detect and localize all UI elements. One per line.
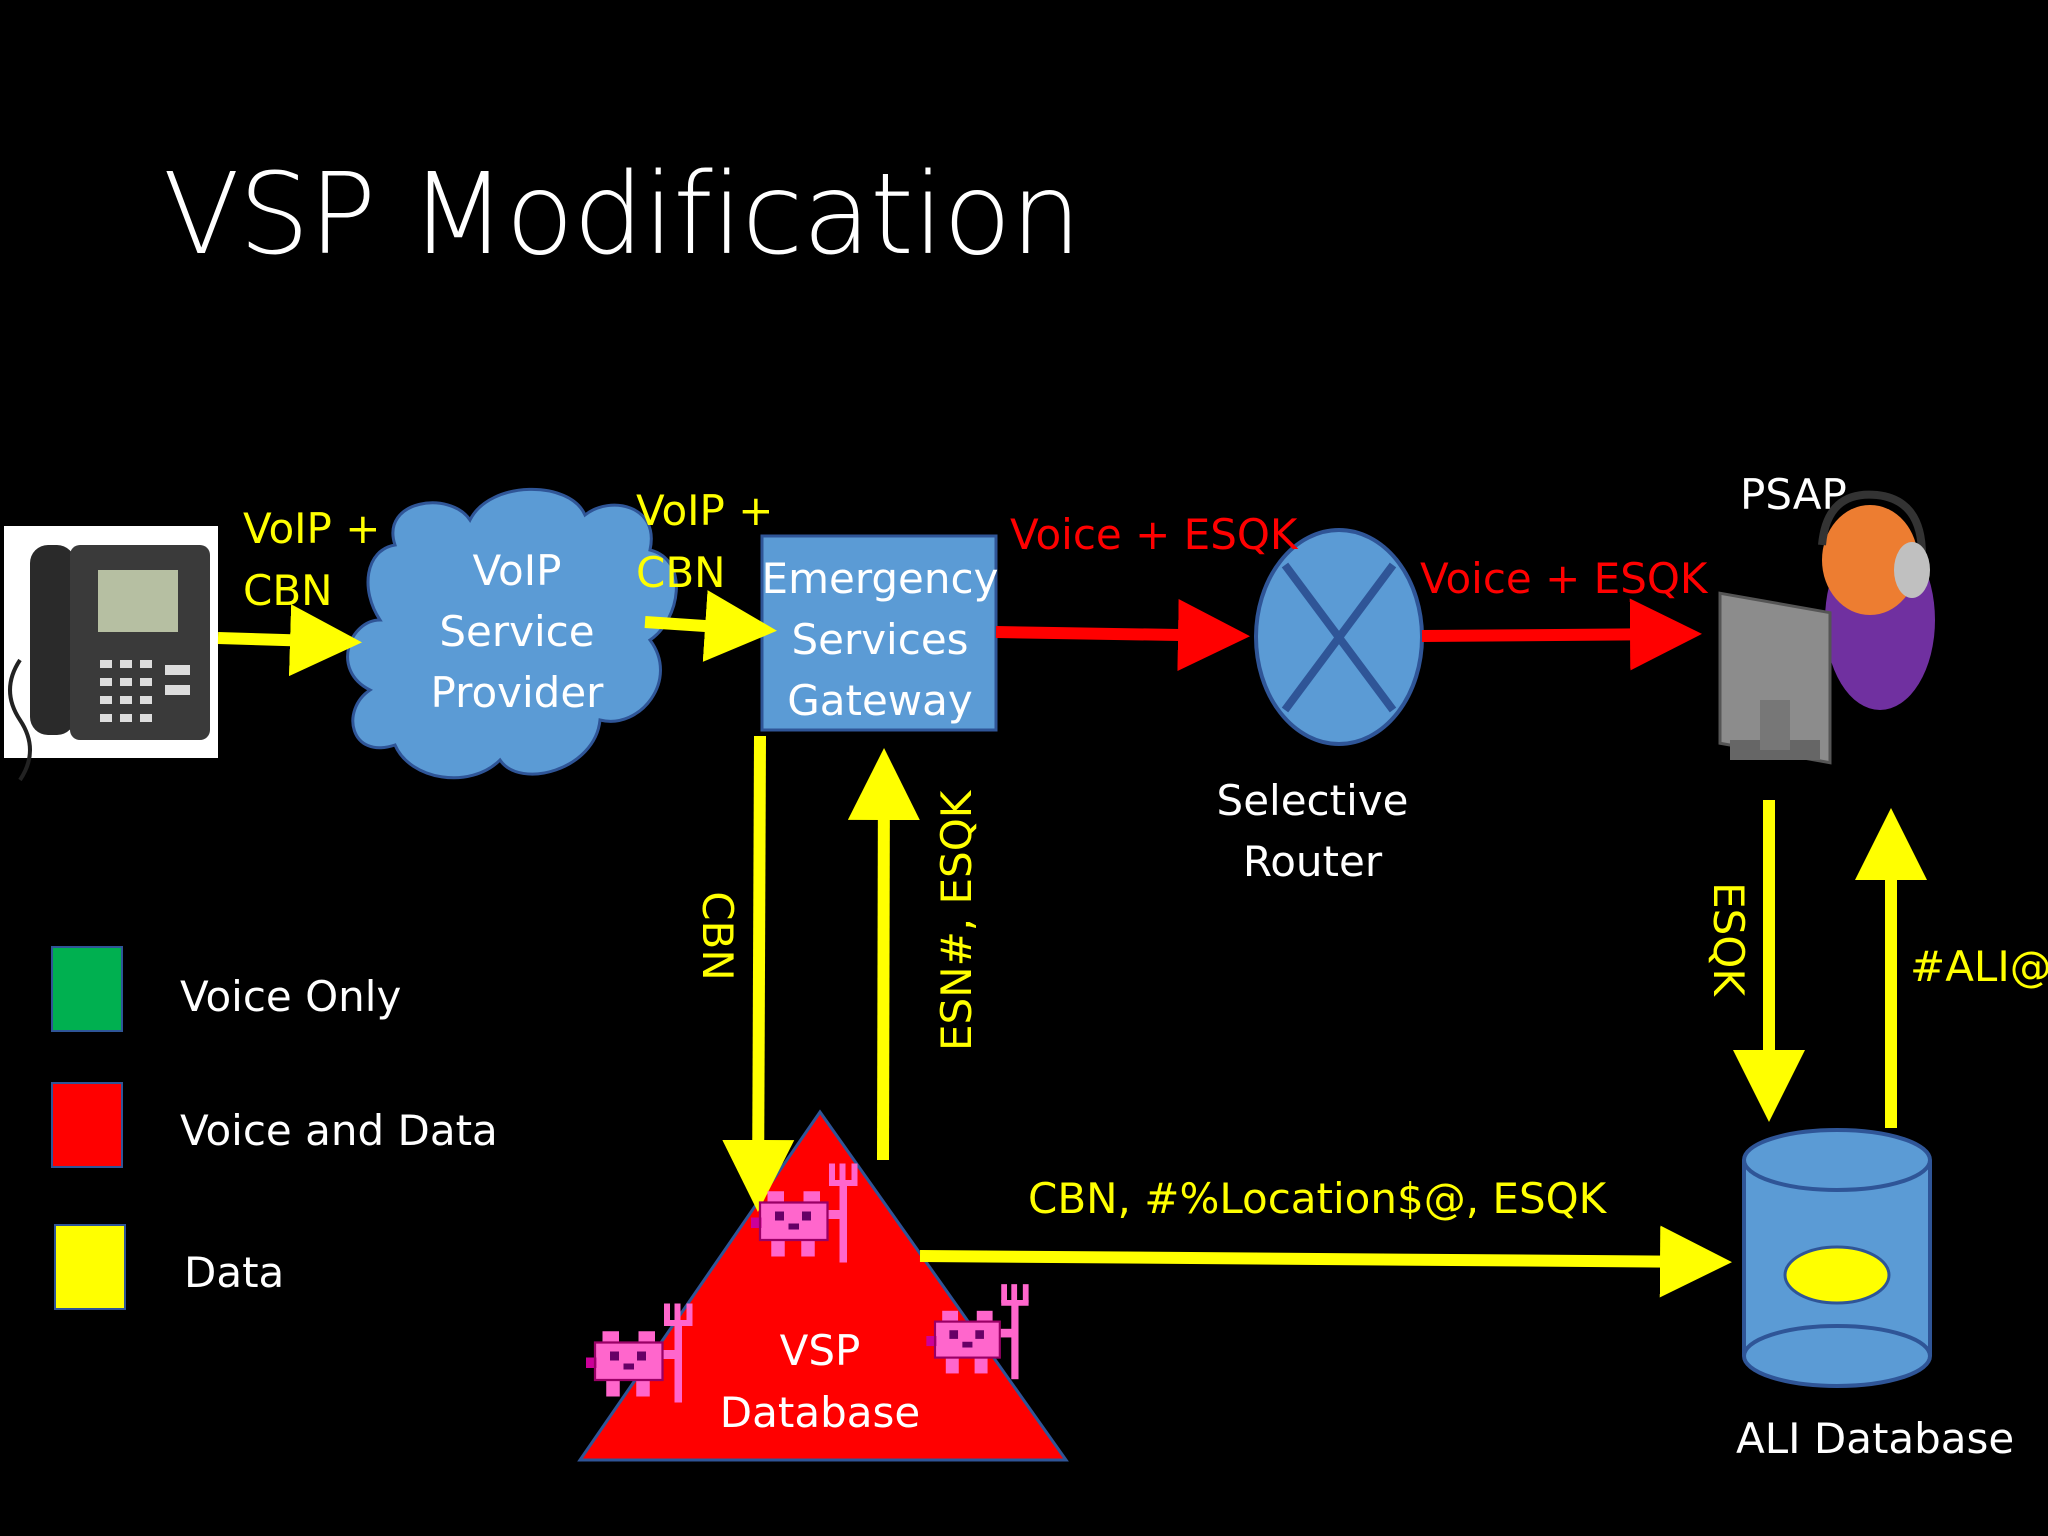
- edge-label-psap-to-ali: ESQK: [1704, 882, 1753, 996]
- edge-label-db-to-esgw: ESN#, ESQK: [932, 790, 981, 1051]
- voip-provider-cloud: [346, 487, 678, 780]
- legend-label-data: Data: [184, 1248, 285, 1297]
- edge-db-to-ali: [919, 1225, 1732, 1298]
- esgw-line2: Services: [791, 615, 969, 664]
- esgw-label: Emergency Services Gateway: [760, 548, 1000, 731]
- voip-provider-line3: Provider: [430, 668, 604, 717]
- edge-label-vsp-to-esgw: VoIP + CBN: [636, 480, 773, 604]
- edge-db-to-esgw: [847, 748, 920, 1161]
- slide-title: VSP Modification: [163, 150, 1082, 280]
- edge-label-phone-line2: CBN: [243, 566, 333, 615]
- edge-label-ali-to-psap: #ALI@: [1910, 942, 2048, 991]
- psap-label: PSAP: [1740, 470, 1847, 519]
- router-line1: Selective: [1216, 776, 1409, 825]
- legend-label-voice-and-data: Voice and Data: [180, 1106, 498, 1155]
- edge-vsp-to-esgw: [644, 590, 777, 662]
- edge-label-esgw-to-router: Voice + ESQK: [1010, 510, 1298, 559]
- voip-provider-label: VoIP Service Provider: [412, 540, 622, 723]
- ip-phone-icon: [4, 526, 218, 782]
- edge-label-phone-line1: VoIP +: [243, 504, 381, 553]
- ali-database-cylinder: [1742, 1128, 1932, 1388]
- edge-label-phone-to-vsp: VoIP + CBN: [243, 498, 380, 622]
- legend-label-voice-only: Voice Only: [180, 972, 402, 1021]
- edge-label-vsp-line2: CBN: [636, 548, 726, 597]
- edge-phone-to-vsp: [217, 604, 362, 677]
- vsp-database-triangle: [577, 1109, 1069, 1462]
- vsp-db-line1: VSP: [779, 1326, 861, 1375]
- edge-label-vsp-line1: VoIP +: [636, 486, 774, 535]
- edge-label-db-to-ali: CBN, #%Location$@, ESQK: [1028, 1174, 1607, 1223]
- legend-swatch-data: [54, 1224, 126, 1310]
- edge-label-router-to-psap: Voice + ESQK: [1420, 554, 1708, 603]
- router-line2: Router: [1242, 837, 1383, 886]
- vsp-database-label: VSP Database: [710, 1320, 930, 1444]
- selective-router-label: Selective Router: [1200, 770, 1425, 892]
- esgw-line1: Emergency: [761, 554, 999, 603]
- dispatcher-icon: [1718, 490, 1935, 765]
- ali-database-label: ALI Database: [1736, 1414, 2015, 1463]
- legend-swatch-voice-and-data: [51, 1082, 123, 1168]
- legend-swatch-voice-only: [51, 946, 123, 1032]
- esgw-line3: Gateway: [787, 676, 973, 725]
- edge-esgw-to-router: [995, 599, 1250, 672]
- pitchfork-creature-icon: [584, 1302, 694, 1404]
- edge-esgw-to-db: [722, 735, 795, 1212]
- vsp-db-line2: Database: [719, 1388, 921, 1437]
- edge-router-to-psap: [1421, 598, 1702, 671]
- voip-provider-line1: VoIP: [472, 546, 562, 595]
- edge-label-esgw-to-db: CBN: [693, 891, 742, 981]
- selective-router-icon: [1254, 528, 1424, 746]
- voip-provider-line2: Service: [439, 607, 595, 656]
